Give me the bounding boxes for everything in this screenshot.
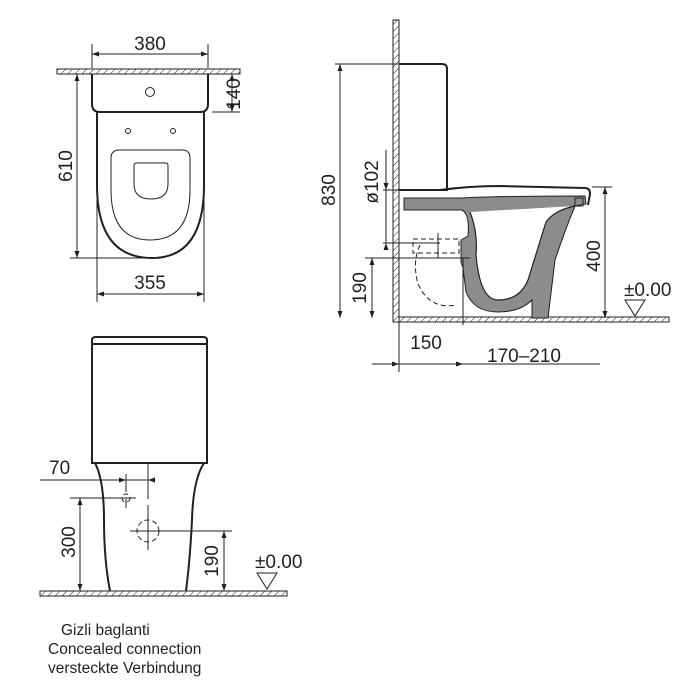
label-total-height: 830 [319, 174, 340, 206]
seat-hinge-side [574, 197, 584, 207]
bowl-opening [133, 162, 169, 200]
top-view-wall [56, 68, 241, 75]
front-view: 70 300 190 ±0.00 [39, 336, 302, 597]
label-top-depth: 140 [224, 78, 245, 110]
caption: Gizli baglanti Concealed connection vers… [48, 622, 201, 677]
concealed-pipe-dashed [414, 244, 457, 307]
label-front-offset: 70 [49, 458, 70, 479]
side-view: 830 ø102 190 400 ±0.00 150 170–210 [319, 19, 671, 372]
seat-outline-side [402, 184, 592, 206]
label-seat-height: 400 [584, 240, 605, 272]
bowl-outline [96, 112, 205, 260]
label-outlet-diameter: ø102 [362, 160, 383, 203]
tank-outline [91, 74, 209, 113]
label-floor-level-front: ±0.00 [255, 552, 302, 573]
bowl-inner [469, 205, 576, 301]
caption-line-1: Gizli baglanti [61, 622, 150, 639]
flush-button-icon [145, 87, 155, 97]
pedestal-right [185, 462, 205, 592]
label-floor-level-side: ±0.00 [624, 280, 671, 301]
caption-line-2: Concealed connection [48, 641, 201, 658]
top-view: 380 140 610 355 [56, 34, 245, 302]
label-total-length: 610 [56, 150, 77, 182]
label-front-height: 300 [59, 526, 80, 558]
side-tank-outline [399, 63, 448, 191]
front-view-floor [39, 590, 288, 597]
front-tank-lid [91, 336, 208, 344]
caption-line-3: versteckte Verbindung [48, 660, 201, 677]
label-top-width: 380 [134, 34, 166, 55]
seat-hinge-left [125, 128, 131, 134]
side-view-wall [392, 19, 400, 323]
pedestal-left [94, 462, 111, 592]
seat-hinge-right [170, 128, 176, 134]
label-wall-distance: 150 [410, 333, 442, 354]
floor-level-marker-side [624, 299, 646, 317]
front-tank-body [91, 343, 208, 464]
floor-level-marker-front [256, 572, 278, 590]
label-front-outlet-height: 190 [202, 545, 223, 577]
label-outlet-range: 170–210 [487, 346, 561, 367]
connector-dashed [412, 238, 460, 254]
seat-outline [110, 149, 191, 241]
label-bottom-width: 355 [134, 273, 166, 294]
label-outlet-height-side: 190 [350, 272, 371, 304]
